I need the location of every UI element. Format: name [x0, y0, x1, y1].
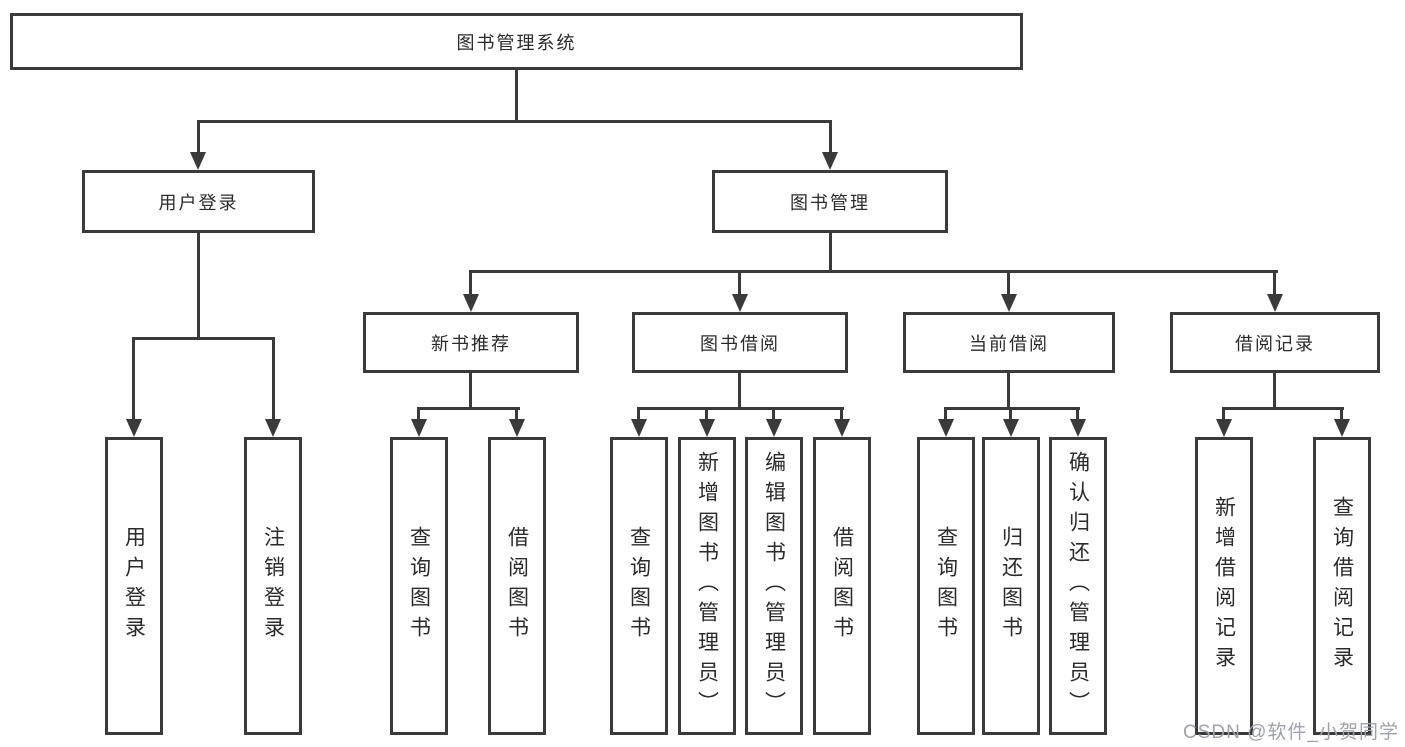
leaf-logout: 注销登录: [244, 437, 302, 735]
arrowhead-down-icon: [822, 152, 838, 170]
node-label: 图书借阅: [700, 333, 780, 354]
edge-line: [197, 120, 200, 155]
node-current-borrow: 当前借阅: [903, 312, 1115, 373]
arrowhead-down-icon: [1267, 294, 1283, 312]
node-label: 图书管理系统: [456, 32, 577, 53]
node-label: 图书管理: [790, 192, 870, 213]
leaf-return-book: 归还图书: [982, 437, 1040, 735]
edge-line: [515, 70, 518, 120]
edge-line: [469, 270, 472, 297]
node-label: 当前借阅: [969, 333, 1049, 354]
edge-line: [1222, 407, 1225, 422]
edge-line: [1076, 407, 1079, 422]
edge-line: [829, 120, 832, 155]
node-label: 查询图书: [407, 526, 431, 646]
edge-line: [469, 373, 472, 407]
node-user-login: 用户登录: [82, 170, 315, 233]
edge-line: [738, 270, 741, 297]
arrowhead-down-icon: [1334, 419, 1350, 437]
leaf-add-book-admin: 新增图书（管理员）: [678, 437, 736, 735]
node-label: 新增借阅记录: [1212, 496, 1236, 676]
edge-line: [637, 407, 640, 422]
node-label: 用户登录: [122, 526, 146, 646]
edge-line: [1222, 407, 1344, 410]
leaf-query-books-current: 查询图书: [917, 437, 975, 735]
node-label: 新书推荐: [431, 333, 511, 354]
node-label: 借阅图书: [830, 526, 854, 646]
node-label: 编辑图书（管理员）: [762, 451, 786, 721]
edge-line: [272, 337, 275, 422]
arrowhead-down-icon: [411, 419, 427, 437]
edge-line: [132, 337, 275, 340]
arrowhead-down-icon: [1003, 419, 1019, 437]
edge-line: [944, 407, 1080, 410]
edge-line: [1273, 373, 1276, 407]
edge-line: [738, 373, 741, 407]
node-label: 注销登录: [261, 526, 285, 646]
leaf-user-login: 用户登录: [105, 437, 163, 735]
edge-line: [417, 407, 520, 410]
arrowhead-down-icon: [1070, 419, 1086, 437]
node-label: 新增图书（管理员）: [695, 451, 719, 721]
arrowhead-down-icon: [190, 152, 206, 170]
edge-line: [417, 407, 420, 422]
node-label: 确认归还（管理员）: [1066, 451, 1090, 721]
node-label: 用户登录: [158, 192, 239, 213]
node-label: 查询图书: [627, 526, 651, 646]
leaf-add-borrow-record: 新增借阅记录: [1195, 437, 1253, 735]
leaf-query-books-borrow: 查询图书: [610, 437, 668, 735]
edge-line: [840, 407, 843, 422]
node-label: 借阅记录: [1235, 333, 1315, 354]
edge-line: [1273, 270, 1276, 297]
node-new-book-recommend: 新书推荐: [363, 312, 579, 373]
leaf-query-books-recommend: 查询图书: [390, 437, 448, 735]
node-book-borrow: 图书借阅: [632, 312, 848, 373]
arrowhead-down-icon: [732, 294, 748, 312]
node-book-management: 图书管理: [712, 170, 948, 233]
leaf-borrow-books-recommend: 借阅图书: [488, 437, 546, 735]
edge-line: [637, 407, 844, 410]
edge-line: [1007, 373, 1010, 407]
leaf-edit-book-admin: 编辑图书（管理员）: [745, 437, 803, 735]
arrowhead-down-icon: [1216, 419, 1232, 437]
arrowhead-down-icon: [766, 419, 782, 437]
edge-line: [1007, 270, 1010, 297]
arrowhead-down-icon: [509, 419, 525, 437]
arrowhead-down-icon: [938, 419, 954, 437]
edge-line: [1340, 407, 1343, 422]
edge-line: [197, 233, 200, 337]
edge-line: [469, 270, 1278, 273]
leaf-confirm-return-admin: 确认归还（管理员）: [1049, 437, 1107, 735]
arrowhead-down-icon: [463, 294, 479, 312]
arrowhead-down-icon: [265, 419, 281, 437]
edge-line: [772, 407, 775, 422]
node-label: 查询图书: [934, 526, 958, 646]
edge-line: [515, 407, 518, 422]
node-label: 归还图书: [999, 526, 1023, 646]
edge-line: [132, 337, 135, 422]
node-label: 查询借阅记录: [1330, 496, 1354, 676]
edge-line: [829, 233, 832, 270]
edge-line: [944, 407, 947, 422]
node-borrow-records: 借阅记录: [1170, 312, 1380, 373]
arrowhead-down-icon: [126, 419, 142, 437]
arrowhead-down-icon: [1001, 294, 1017, 312]
edge-line: [705, 407, 708, 422]
leaf-query-borrow-record: 查询借阅记录: [1313, 437, 1371, 735]
leaf-borrow-books: 借阅图书: [813, 437, 871, 735]
arrowhead-down-icon: [631, 419, 647, 437]
node-label: 借阅图书: [505, 526, 529, 646]
arrowhead-down-icon: [834, 419, 850, 437]
node-library-system: 图书管理系统: [10, 13, 1023, 70]
csdn-watermark: CSDN @软件_小贺同学: [1183, 722, 1399, 743]
edge-line: [1009, 407, 1012, 422]
edge-line: [197, 120, 832, 123]
arrowhead-down-icon: [699, 419, 715, 437]
